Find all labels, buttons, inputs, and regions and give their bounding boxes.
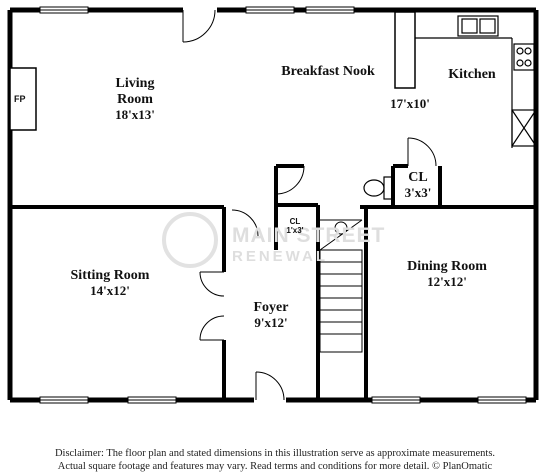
kitchen-counter	[415, 15, 537, 148]
room-dims: 18'x13'	[115, 107, 155, 123]
back-door	[182, 6, 217, 43]
foyer-closet-door	[231, 209, 259, 237]
kitchen-island	[394, 11, 416, 89]
room-dims: 9'x12'	[254, 315, 288, 331]
front-door	[254, 371, 286, 404]
toilet	[363, 176, 393, 200]
watermark-line-1: MAIN STREET	[232, 224, 386, 247]
fireplace-label: FP	[14, 94, 26, 104]
room-dims: 3'x3'	[404, 185, 432, 201]
room-kitchen-dims-box: 17'x10'	[370, 96, 450, 112]
room-dims: 12'x12'	[427, 274, 467, 290]
room-closet-small: CL 1'x3'	[280, 217, 310, 236]
disclaimer-line-1: Disclaimer: The floor plan and stated di…	[54, 448, 496, 459]
hall-door	[275, 165, 305, 195]
room-dims: 17'x10'	[390, 96, 430, 111]
room-sitting: Sitting Room 14'x12'	[70, 268, 150, 299]
room-dims: 14'x12'	[90, 283, 130, 299]
room-foyer: Foyer 9'x12'	[236, 300, 306, 331]
watermark-line-2: RENEWAL	[232, 248, 328, 265]
fireplace	[9, 67, 37, 131]
room-dining: Dining Room 12'x12'	[402, 259, 492, 290]
room-closet-large: CL 3'x3'	[396, 170, 440, 201]
room-dims: 1'x3'	[286, 225, 304, 235]
room-name: Sitting Room	[70, 268, 150, 283]
room-name: Foyer	[253, 300, 289, 315]
room-name: Living Room	[115, 76, 155, 108]
room-name: Dining Room	[407, 259, 487, 274]
closet-door	[407, 137, 437, 167]
windows	[39, 6, 527, 404]
room-kitchen: Kitchen	[430, 67, 514, 83]
room-name: CL	[408, 170, 428, 185]
room-breakfast: Breakfast Nook	[280, 64, 376, 80]
interior-walls	[10, 164, 536, 398]
room-name: CL	[289, 217, 301, 226]
room-name: Kitchen	[448, 67, 496, 82]
sitting-doors	[199, 271, 225, 341]
disclaimer-line-2: Actual square footage and features may v…	[57, 461, 493, 472]
watermark-logo-icon	[162, 212, 218, 268]
room-living: Living Room 18'x13'	[100, 76, 170, 123]
stairs	[318, 219, 363, 353]
room-name: Breakfast Nook	[281, 64, 375, 79]
